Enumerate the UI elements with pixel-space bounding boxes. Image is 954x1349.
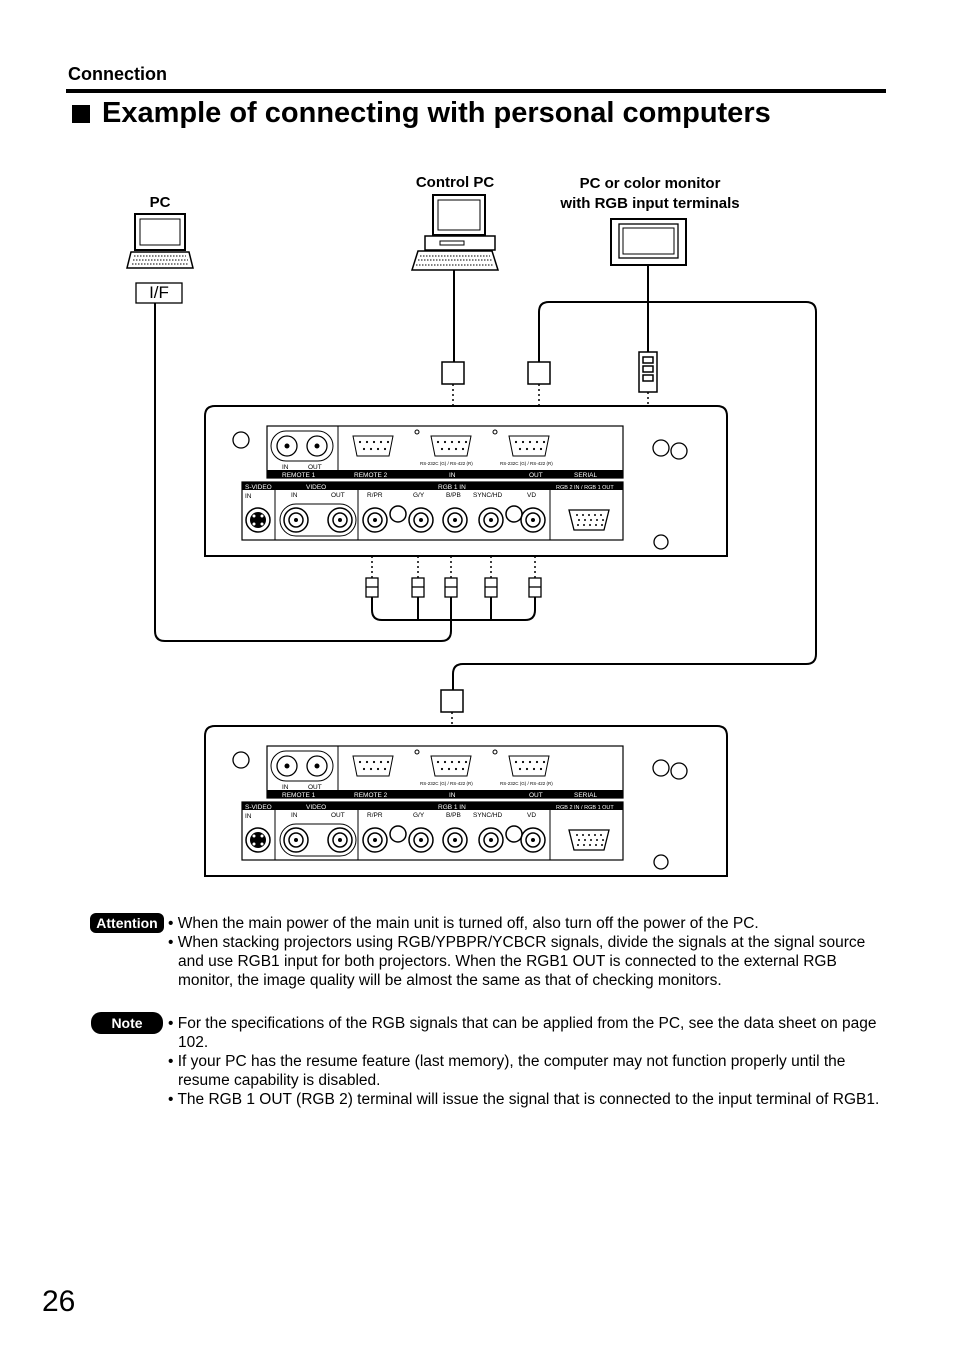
label-sync: SYNC/HD — [473, 812, 503, 819]
label-gy: G/Y — [413, 492, 425, 499]
label-rgb1-in: RGB 1 IN — [438, 804, 466, 811]
label-svideo-in: IN — [245, 813, 252, 820]
note-item: • If your PC has the resume feature (las… — [168, 1053, 846, 1089]
page-title: Example of connecting with personal comp… — [72, 97, 771, 130]
label-svideo: S-VIDEO — [245, 804, 272, 811]
monitor-label-line2: with RGB input terminals — [560, 195, 740, 212]
label-video-out: OUT — [331, 492, 345, 499]
section-rule — [66, 89, 886, 93]
label-video: VIDEO — [306, 484, 326, 491]
label-rpr: R/PR — [367, 812, 383, 819]
label-video: VIDEO — [306, 804, 326, 811]
control-pc-label: Control PC — [415, 174, 495, 191]
page-number: 26 — [42, 1285, 76, 1318]
label-vd: VD — [527, 812, 536, 819]
pc-laptop-icon — [126, 213, 194, 269]
label-rgb2: RGB 2 IN / RGB 1 OUT — [556, 485, 614, 491]
label-remote1: REMOTE 1 — [282, 472, 316, 479]
label-serial: SERIAL — [574, 792, 598, 799]
label-serial-out: OUT — [529, 792, 543, 799]
label-rs-in: RS-232C (G) / RS-422 (R) — [420, 781, 473, 786]
label-rs-in: RS-232C (G) / RS-422 (R) — [420, 461, 473, 466]
label-remote2: REMOTE 2 — [354, 472, 388, 479]
projector-panel-bottom — [204, 725, 728, 877]
label-vd: VD — [527, 492, 536, 499]
label-remote2: REMOTE 2 — [354, 792, 388, 799]
monitor-icon — [610, 218, 687, 266]
panel-labels-bottom: IN OUT REMOTE 1 REMOTE 2 IN OUT SERIAL R… — [245, 781, 614, 820]
attention-item: • When stacking projectors using RGB/YPB… — [168, 934, 866, 989]
label-in: IN — [282, 464, 289, 471]
note-item: • For the specifications of the RGB sign… — [168, 1015, 877, 1051]
label-video-in: IN — [291, 812, 298, 819]
label-serial-out: OUT — [529, 472, 543, 479]
projector-panel-top — [204, 405, 728, 557]
label-rs-out: RS-232C (G) / RS-422 (R) — [500, 461, 553, 466]
control-pc-icon — [410, 194, 500, 271]
page-title-text: Example of connecting with personal comp… — [102, 97, 771, 129]
label-rpr: R/PR — [367, 492, 383, 499]
attention-list: • When the main power of the main unit i… — [168, 914, 888, 990]
square-bullet-icon — [72, 104, 90, 123]
cables — [154, 265, 817, 690]
note-item: • The RGB 1 OUT (RGB 2) terminal will is… — [168, 1091, 880, 1108]
label-rgb2: RGB 2 IN / RGB 1 OUT — [556, 805, 614, 811]
label-svideo: S-VIDEO — [245, 484, 272, 491]
label-rs-out: RS-232C (G) / RS-422 (R) — [500, 781, 553, 786]
section-heading: Connection — [68, 64, 167, 84]
label-bpb: B/PB — [446, 492, 461, 499]
label-svideo-in: IN — [245, 493, 252, 500]
pc-label: PC — [149, 194, 171, 211]
label-serial: SERIAL — [574, 472, 598, 479]
label-in: IN — [282, 784, 289, 791]
if-label: I/F — [149, 283, 169, 302]
label-bpb: B/PB — [446, 812, 461, 819]
label-out: OUT — [308, 464, 322, 471]
label-serial-in: IN — [449, 472, 456, 479]
note-badge: Note — [91, 1012, 163, 1034]
attention-badge: Attention — [90, 913, 164, 933]
label-out: OUT — [308, 784, 322, 791]
panel-labels-top: IN OUT REMOTE 1 REMOTE 2 IN OUT SERIAL R… — [245, 461, 614, 500]
monitor-label-line1: PC or color monitor — [579, 175, 721, 192]
attention-item: • When the main power of the main unit i… — [168, 915, 759, 932]
label-gy: G/Y — [413, 812, 425, 819]
label-remote1: REMOTE 1 — [282, 792, 316, 799]
if-box — [135, 282, 183, 304]
monitor-label: PC or color monitor with RGB input termi… — [540, 174, 760, 214]
label-sync: SYNC/HD — [473, 492, 503, 499]
label-serial-in: IN — [449, 792, 456, 799]
label-video-in: IN — [291, 492, 298, 499]
label-rgb1-in: RGB 1 IN — [438, 484, 466, 491]
label-video-out: OUT — [331, 812, 345, 819]
bnc-plugs — [365, 577, 542, 598]
note-list: • For the specifications of the RGB sign… — [168, 1014, 888, 1109]
